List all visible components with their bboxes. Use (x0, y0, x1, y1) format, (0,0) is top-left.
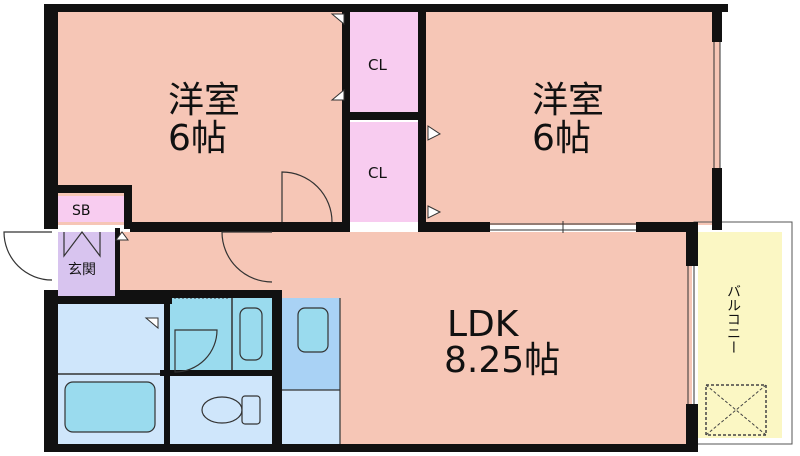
entrance (58, 232, 115, 296)
closet-lower (350, 122, 418, 222)
entrance-label: 玄関 (68, 261, 96, 278)
windows (490, 42, 721, 404)
western-right-size: 6帖 (532, 118, 591, 159)
bathtub (64, 381, 156, 433)
western-right-name: 洋室 (532, 80, 604, 121)
balcony (698, 232, 782, 438)
balcony-label: バルコニー (725, 284, 741, 354)
walls (44, 4, 728, 452)
toilet-tank (241, 395, 261, 425)
ldk-name: LDK (447, 304, 520, 345)
shoe-box (58, 196, 124, 222)
doors (3, 171, 333, 373)
shoe-box-label: SB (72, 203, 91, 219)
wash-basin (239, 307, 263, 361)
ac-diagonal-1 (705, 384, 767, 436)
western-room-right (420, 10, 720, 225)
kitchen-sink (297, 307, 329, 353)
western-left-size: 6帖 (168, 118, 227, 159)
kitchen-counter (280, 390, 340, 444)
ac-unit (705, 384, 767, 436)
western-left-name: 洋室 (168, 80, 240, 121)
closet-lower-label: CL (368, 164, 387, 182)
closet-upper (350, 12, 418, 112)
closet-upper-label: CL (368, 56, 387, 74)
ldk-size: 8.25帖 (444, 340, 560, 381)
ldk-room (282, 232, 692, 444)
ac-diagonal-2 (705, 384, 767, 436)
toilet-bowl (201, 396, 243, 424)
closet-door-markers (115, 13, 442, 330)
hallway (115, 232, 285, 298)
